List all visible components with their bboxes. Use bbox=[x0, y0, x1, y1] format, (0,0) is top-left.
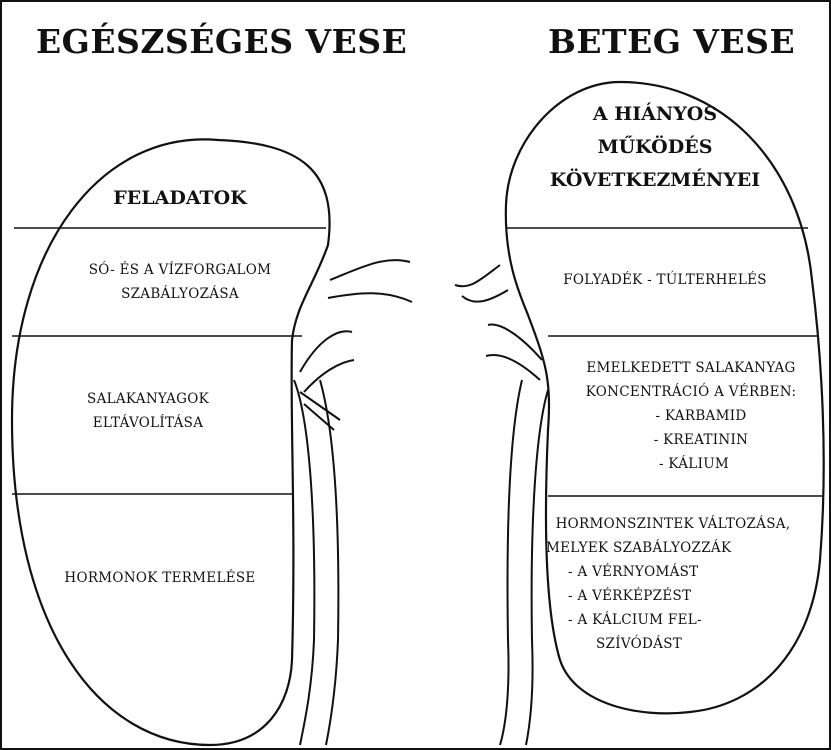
healthy-section-heading: FELADATOK bbox=[60, 182, 300, 215]
row-line: HORMONSZINTEK VÁLTOZÁSA, bbox=[538, 512, 808, 536]
row-line: ELTÁVOLÍTÁSA bbox=[28, 411, 268, 435]
row-line: HORMONOK TERMELÉSE bbox=[30, 566, 290, 590]
row-line: FOLYADÉK - TÚLTERHELÉS bbox=[530, 268, 800, 292]
row-line: SZABÁLYOZÁSA bbox=[40, 282, 320, 306]
healthy-renal-vessels bbox=[294, 260, 412, 745]
healthy-kidney-title: EGÉSZSÉGES VESE bbox=[36, 22, 407, 61]
row-line: - KÁLIUM bbox=[560, 452, 822, 476]
heading-line: KÖVETKEZMÉNYEI bbox=[505, 164, 805, 197]
diseased-row-fluid-overload: FOLYADÉK - TÚLTERHELÉS bbox=[530, 268, 800, 292]
row-line: - KREATININ bbox=[560, 428, 822, 452]
healthy-kidney-outline bbox=[12, 139, 330, 745]
row-line: - A KÁLCIUM FEL- bbox=[538, 608, 808, 632]
diseased-section-heading: A HIÁNYOS MŰKÖDÉS KÖVETKEZMÉNYEI bbox=[505, 98, 805, 197]
healthy-row-waste: SALAKANYAGOK ELTÁVOLÍTÁSA bbox=[28, 387, 268, 435]
healthy-row-salt-water: SÓ- ÉS A VÍZFORGALOM SZABÁLYOZÁSA bbox=[40, 258, 320, 306]
row-line: SZÍVÓDÁST bbox=[538, 632, 808, 656]
diseased-row-hormone-levels: HORMONSZINTEK VÁLTOZÁSA, MELYEK SZABÁLYO… bbox=[538, 512, 808, 656]
row-line: SALAKANYAGOK bbox=[28, 387, 268, 411]
row-line: - A VÉRNYOMÁST bbox=[538, 560, 808, 584]
row-line: - KARBAMID bbox=[560, 404, 822, 428]
heading-line: A HIÁNYOS bbox=[505, 98, 805, 131]
row-line: SÓ- ÉS A VÍZFORGALOM bbox=[40, 258, 320, 282]
diseased-renal-vessels bbox=[455, 265, 548, 745]
diseased-row-waste-concentration: EMELKEDETT SALAKANYAG KONCENTRÁCIÓ A VÉR… bbox=[560, 356, 822, 476]
row-line: KONCENTRÁCIÓ A VÉRBEN: bbox=[560, 380, 822, 404]
row-line: - A VÉRKÉPZÉST bbox=[538, 584, 808, 608]
heading-line: MŰKÖDÉS bbox=[505, 131, 805, 164]
diseased-kidney-title: BETEG VESE bbox=[548, 22, 795, 61]
row-line: EMELKEDETT SALAKANYAG bbox=[560, 356, 822, 380]
row-line: MELYEK SZABÁLYOZZÁK bbox=[538, 536, 808, 560]
healthy-row-hormones: HORMONOK TERMELÉSE bbox=[30, 566, 290, 590]
